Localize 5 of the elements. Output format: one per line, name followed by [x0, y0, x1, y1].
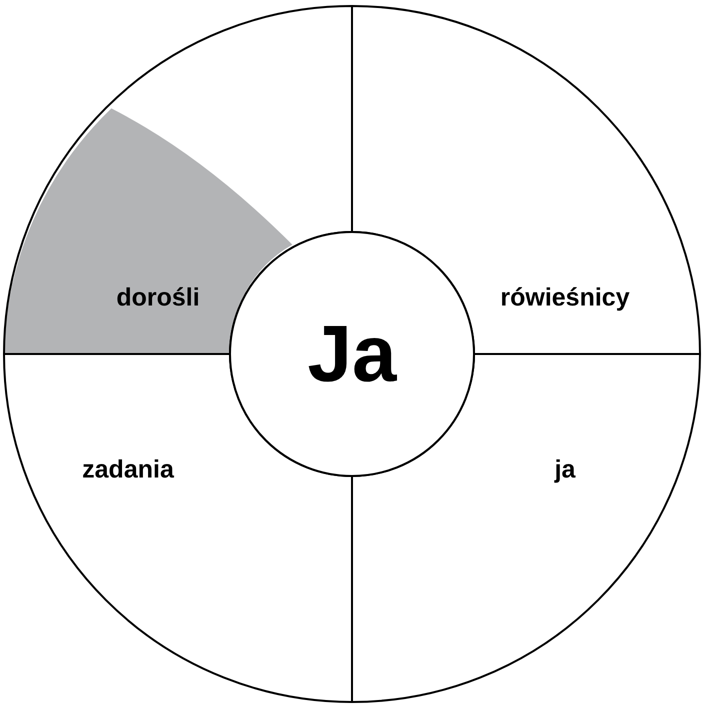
sector-label: rówieśnicy — [500, 284, 630, 312]
sector-label: zadania — [82, 456, 174, 484]
sector-label: dorośli — [116, 284, 200, 312]
sector-label: ja — [554, 456, 576, 484]
center-label: Ja — [308, 308, 396, 400]
